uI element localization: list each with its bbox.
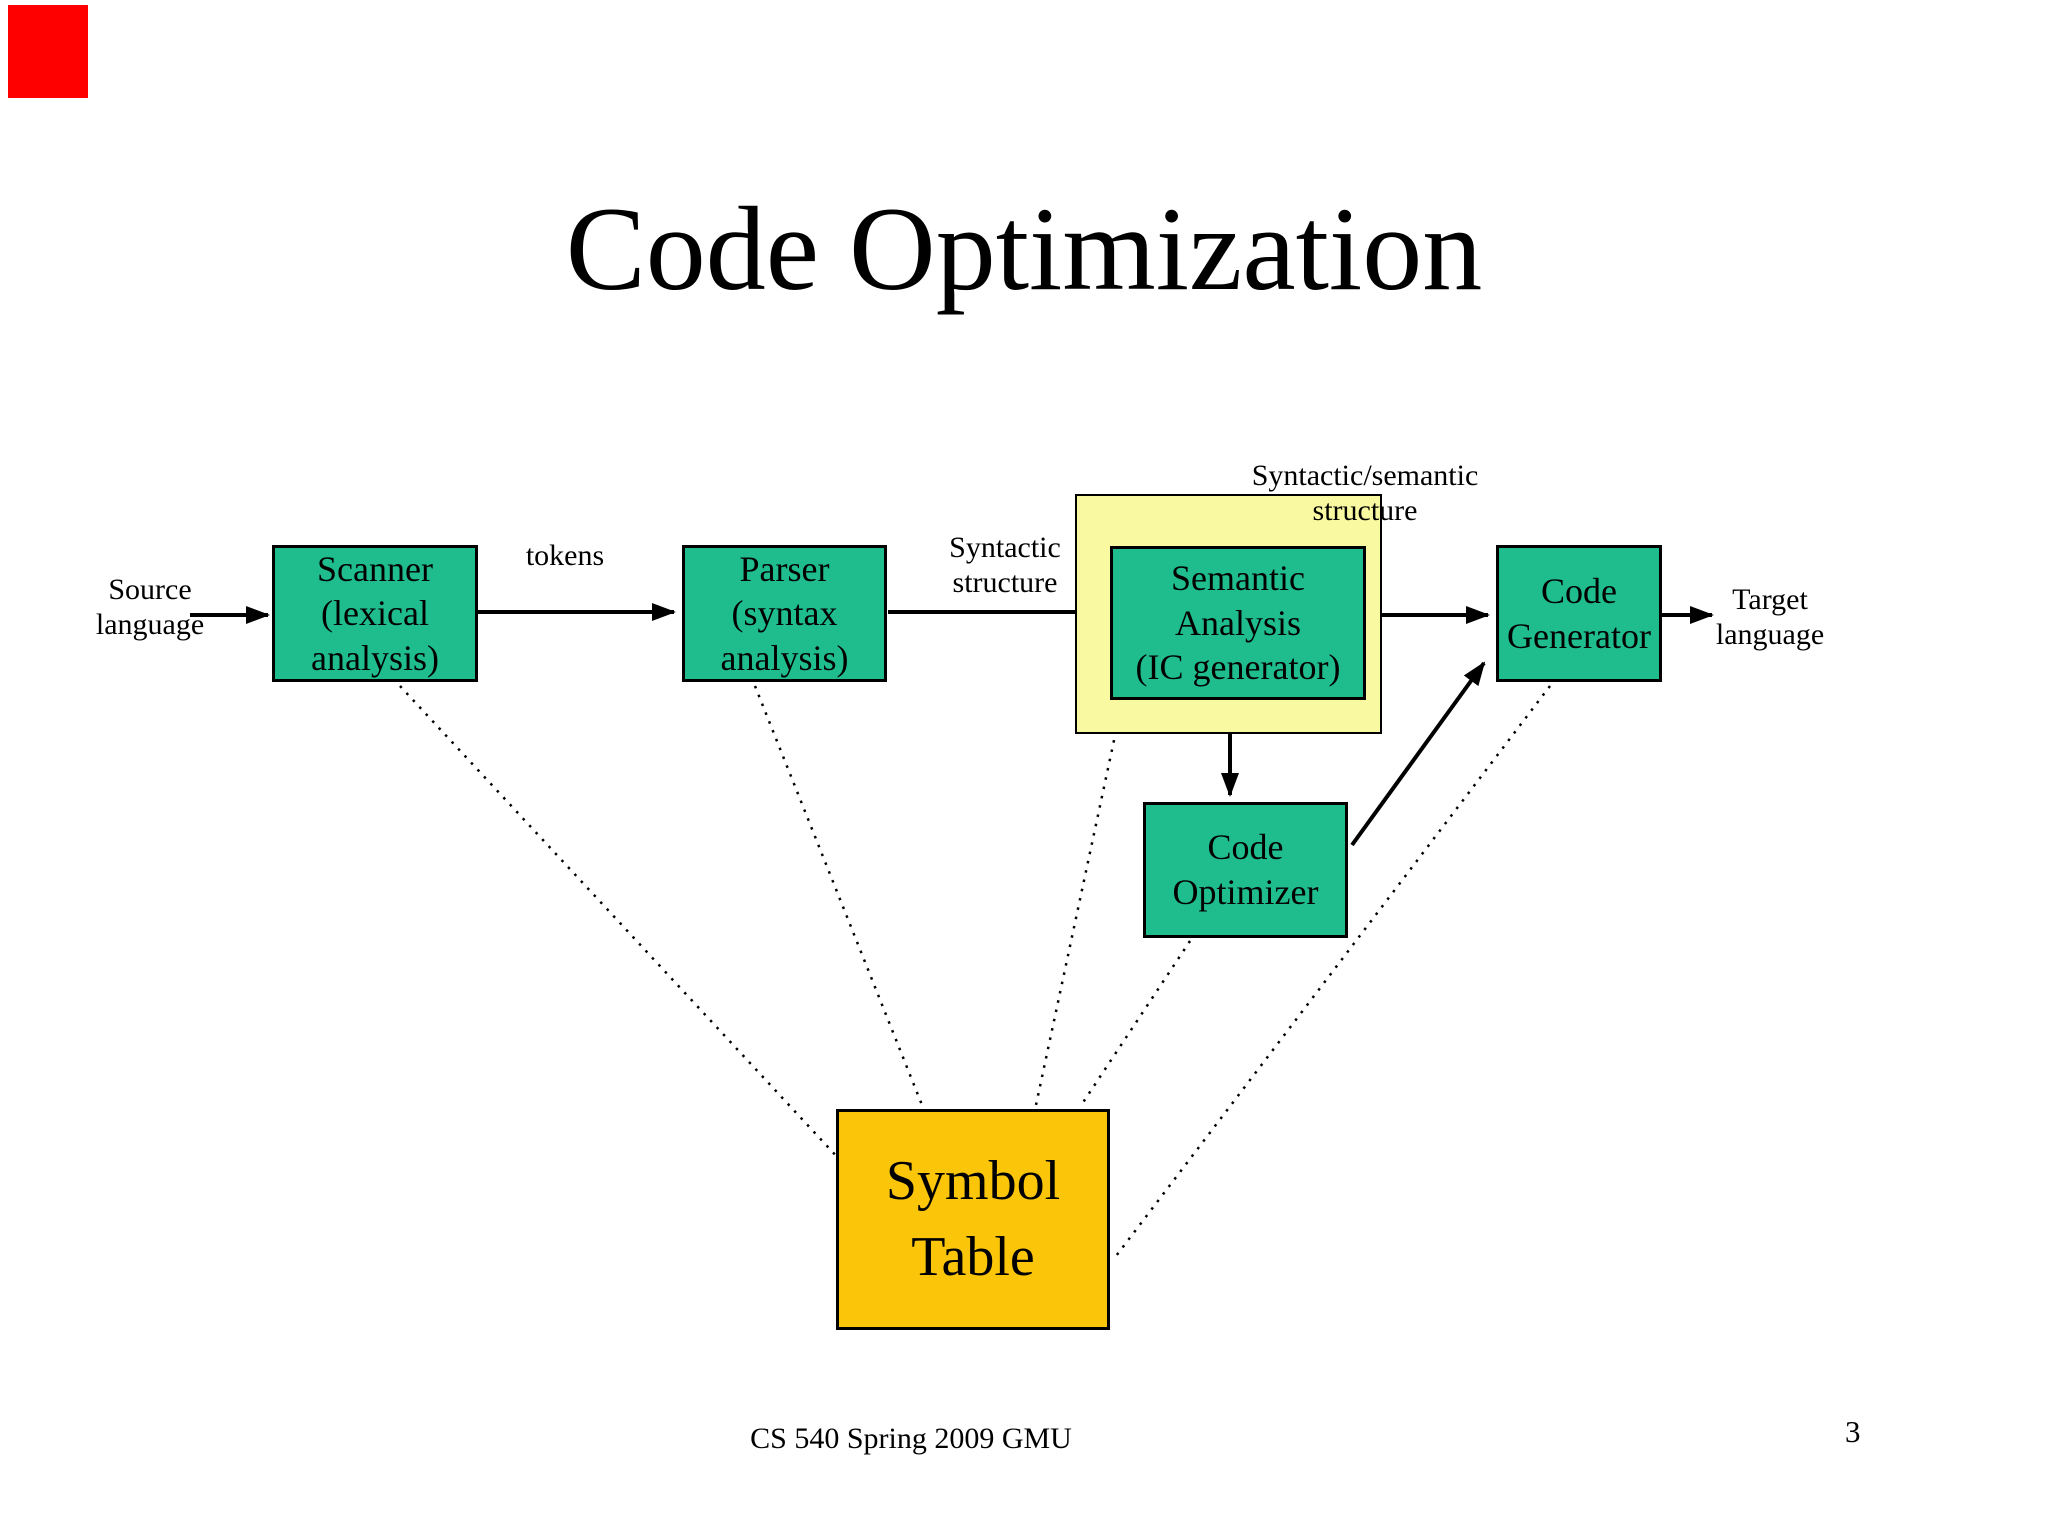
codegen-label-line1: Code xyxy=(1541,570,1617,611)
tokens-label: tokens xyxy=(525,539,605,572)
optimizer-label-line2: Optimizer xyxy=(1172,872,1319,912)
code-optimizer-box: Code Optimizer xyxy=(1143,802,1348,938)
target-language-line1: Target xyxy=(1732,583,1808,616)
source-language-line2: language xyxy=(95,608,205,642)
syntactic-structure-label: Syntactic structure xyxy=(920,530,1090,601)
symbol-table-box: Symbol Table xyxy=(836,1109,1110,1330)
semantic-label-line3: (IC generator) xyxy=(1135,647,1341,688)
slide-title: Code Optimization xyxy=(565,182,1483,315)
parser-label-line2: (syntax xyxy=(731,593,838,634)
scanner-box: Scanner (lexical analysis) xyxy=(272,545,478,682)
dotted-scanner-to-symbol-table xyxy=(399,685,841,1161)
dotted-optimizer-to-symbol-table xyxy=(1078,940,1192,1108)
semantic-label-line1: Semantic xyxy=(1171,558,1305,599)
dotted-parser-to-symbol-table xyxy=(753,685,924,1106)
source-language-line1: Source xyxy=(108,573,192,606)
code-generator-box: Code Generator xyxy=(1496,545,1662,682)
syntactic-semantic-line2: structure xyxy=(1312,494,1418,528)
parser-box: Parser (syntax analysis) xyxy=(682,545,887,682)
symbol-table-label-line2: Table xyxy=(911,1225,1035,1288)
syntactic-semantic-line1: Syntactic/semantic xyxy=(1251,459,1479,492)
syntactic-structure-line2: structure xyxy=(952,566,1058,600)
red-marker xyxy=(8,5,88,98)
scanner-label-line3: analysis) xyxy=(311,637,439,678)
target-language-label: Target language xyxy=(1670,582,1870,653)
dotted-semantic-to-symbol-table xyxy=(1034,702,1124,1106)
semantic-label-line2: Analysis xyxy=(1175,602,1301,643)
source-language-label: Source language xyxy=(50,572,250,643)
parser-label-line3: analysis) xyxy=(720,637,849,678)
scanner-label-line1: Scanner xyxy=(317,548,433,589)
codegen-label-line2: Generator xyxy=(1507,615,1651,656)
syntactic-structure-line1: Syntactic xyxy=(949,531,1061,564)
optimizer-label-line1: Code xyxy=(1207,827,1284,868)
parser-label-line1: Parser xyxy=(739,548,830,589)
target-language-line2: language xyxy=(1715,618,1825,652)
symbol-table-label-line1: Symbol xyxy=(885,1150,1061,1213)
syntactic-semantic-structure-label: Syntactic/semantic structure xyxy=(1210,458,1520,529)
semantic-analysis-box: Semantic Analysis (IC generator) xyxy=(1110,546,1366,700)
scanner-label-line2: (lexical xyxy=(321,593,429,634)
footer-text: CS 540 Spring 2009 GMU xyxy=(750,1422,1072,1455)
page-number: 3 xyxy=(1845,1414,1861,1449)
dotted-codegen-to-symbol-table xyxy=(1112,685,1551,1261)
